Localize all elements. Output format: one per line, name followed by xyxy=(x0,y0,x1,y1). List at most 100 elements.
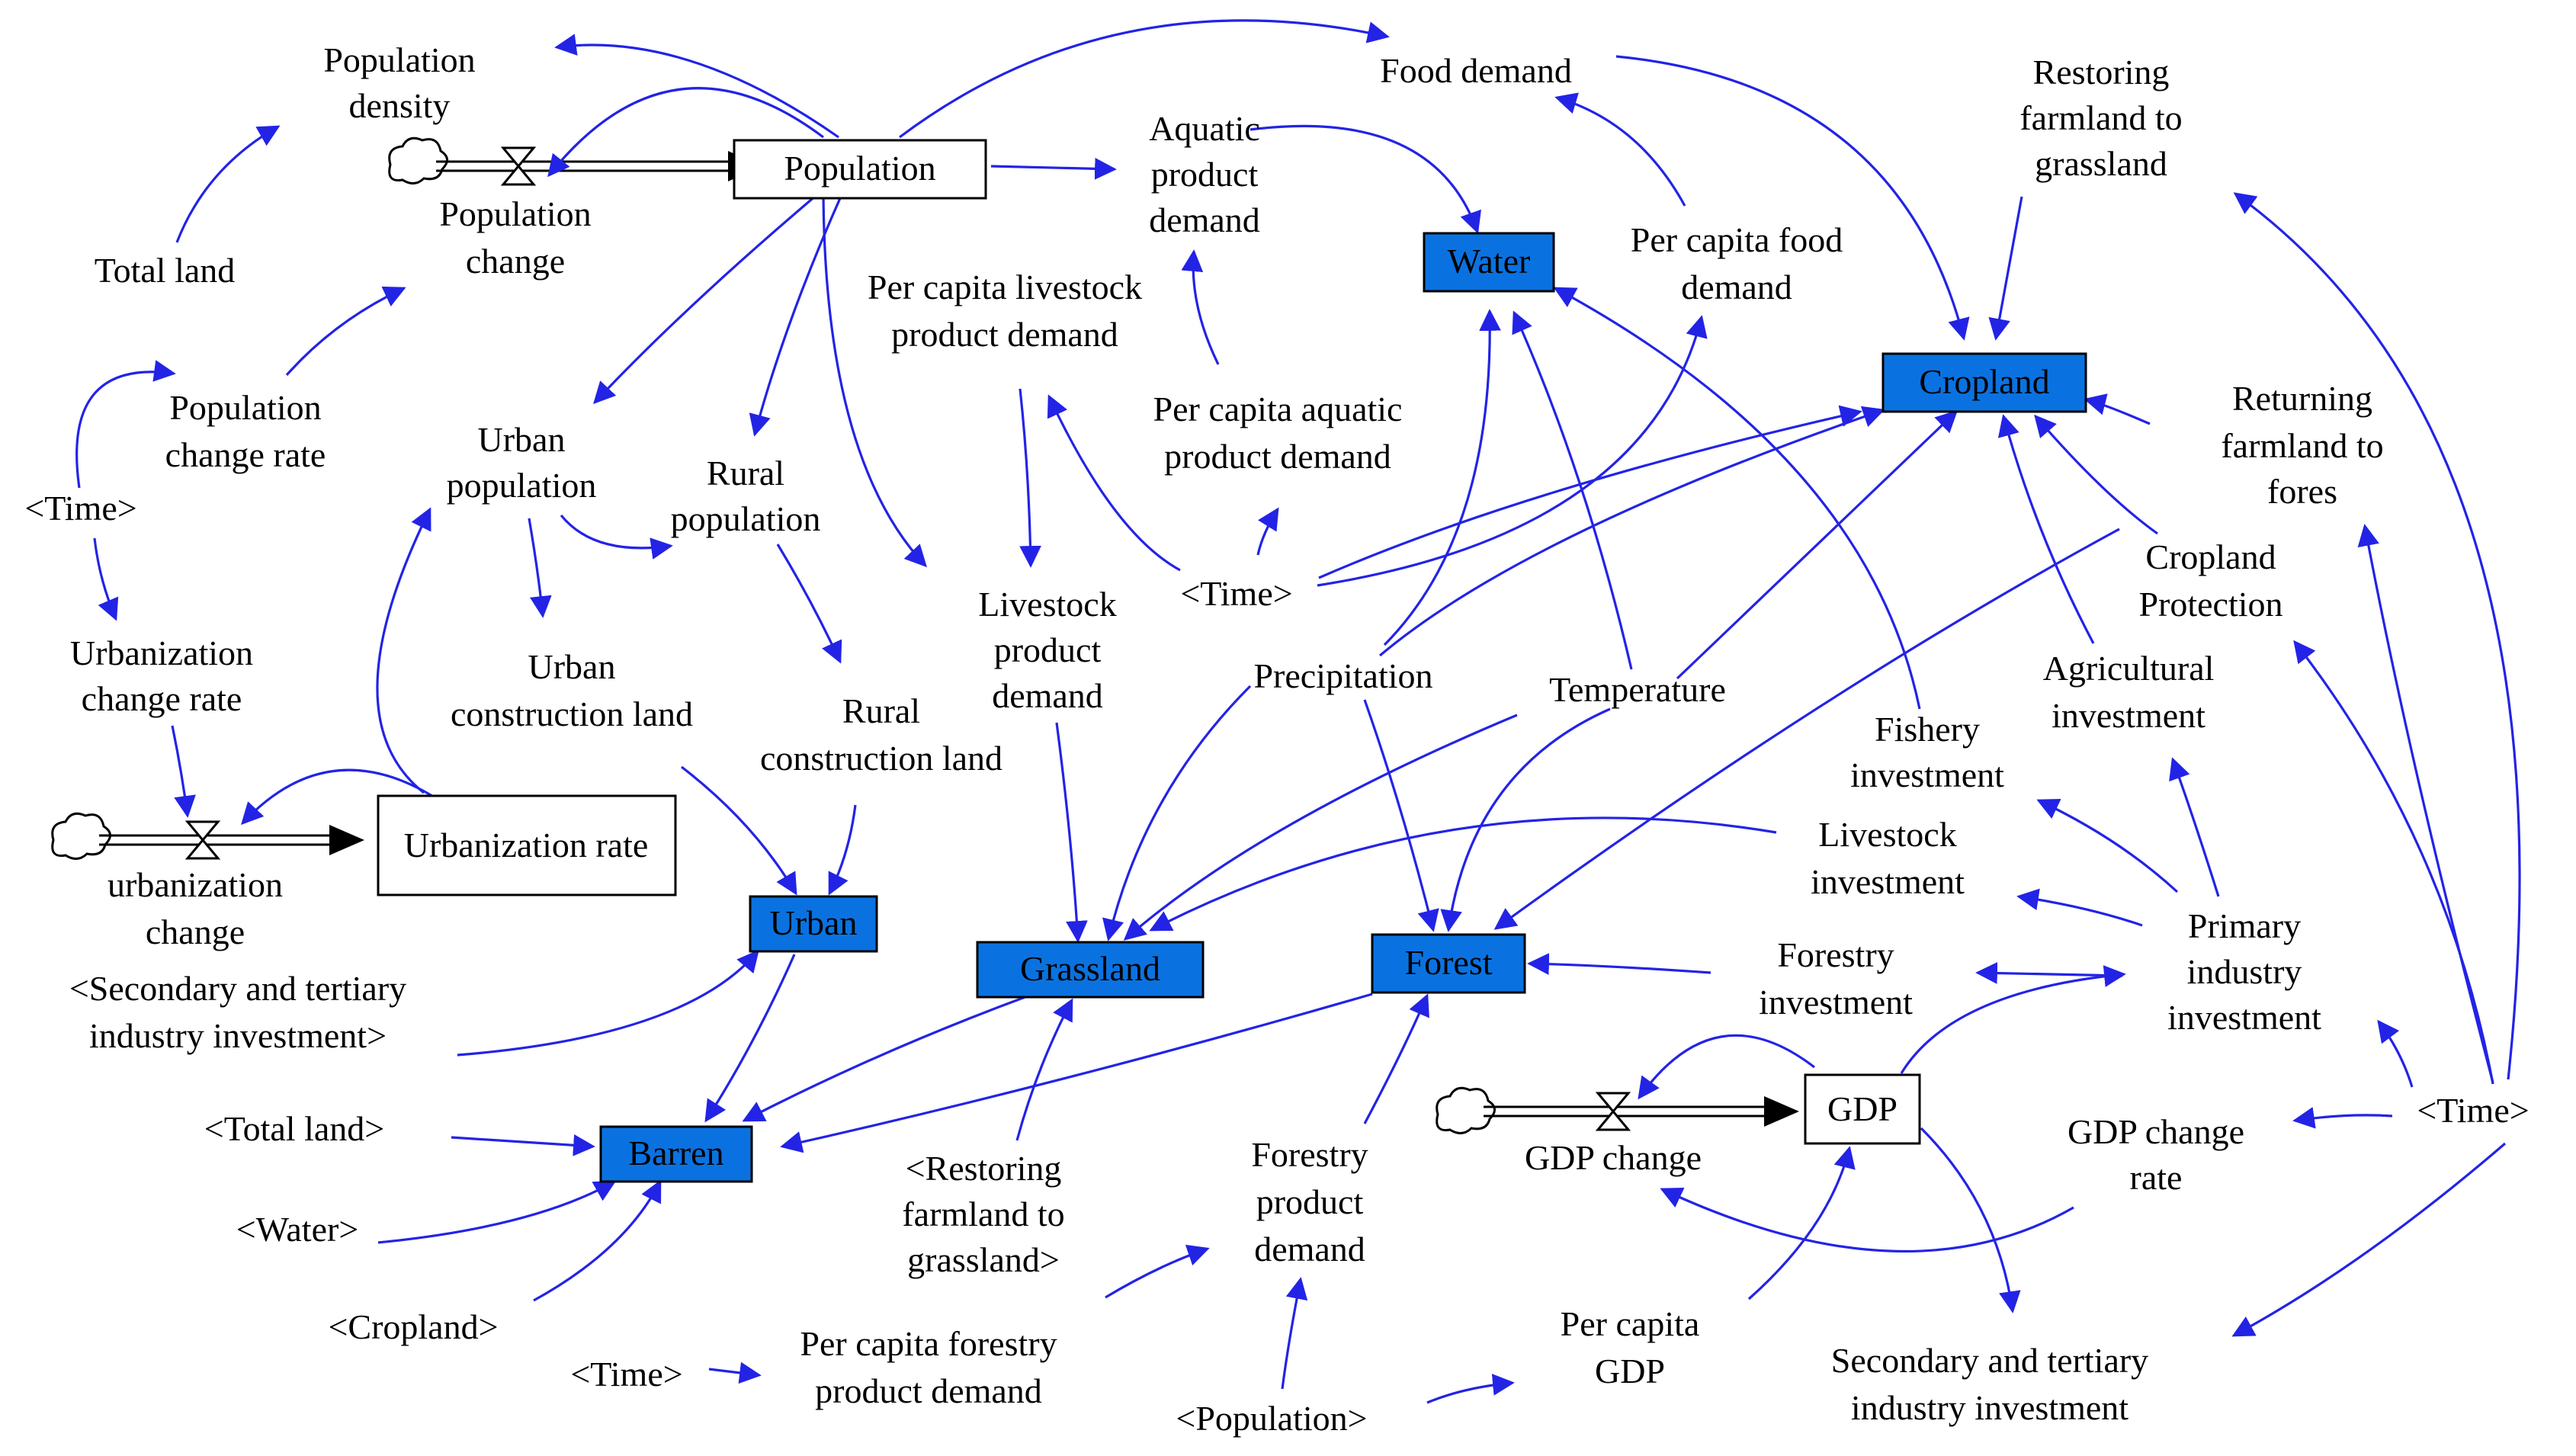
link-time-bottom-to-per-capita-forestry xyxy=(708,1361,762,1384)
urbanization-flow-arrowhead xyxy=(329,825,364,855)
population-source-cloud xyxy=(388,136,448,184)
link-aquatic-demand-to-water xyxy=(1250,124,1481,234)
label-time-mid: <Time> xyxy=(1180,574,1292,613)
link-primary-to-livestock xyxy=(2016,888,2143,927)
link-forest-to-barren xyxy=(780,993,1373,1153)
urban-label: Urban xyxy=(770,903,858,942)
link-population-to-urban-population xyxy=(593,181,832,405)
urbanization-flow xyxy=(51,812,364,860)
link-time-to-growth-rate xyxy=(75,360,176,489)
link-restoring-shadow-to-grassland xyxy=(1015,998,1073,1141)
causal-links xyxy=(75,19,2521,1404)
link-time-to-urbanization-change-rate xyxy=(93,537,119,621)
urbanization-change-valve xyxy=(184,820,221,860)
link-population-shadow-to-per-capita-gdp xyxy=(1426,1374,1515,1404)
gdp-flow xyxy=(1436,1086,1799,1134)
water-label: Water xyxy=(1448,242,1531,281)
link-urbanization-change-rate-to-change xyxy=(171,725,196,818)
link-forestry-investment-to-forest xyxy=(1527,953,1711,975)
label-time-left: <Time> xyxy=(24,489,136,528)
label-time-bottom: <Time> xyxy=(570,1355,682,1393)
population-label: Population xyxy=(784,149,935,188)
link-forestry-demand-to-forest xyxy=(1363,993,1429,1124)
link-population-shadow-to-forestry-demand xyxy=(1281,1277,1308,1390)
link-primary-to-fishery xyxy=(2036,799,2179,893)
cropland-label: Cropland xyxy=(1919,362,2049,401)
link-per-capita-livestock-to-demand xyxy=(1019,388,1041,568)
link-primary-to-forestry xyxy=(1975,962,2123,984)
link-secondary-shadow-to-urban xyxy=(457,949,759,1057)
link-returning-farmland-to-forest xyxy=(1493,528,2120,930)
urbanization-rate-label: Urbanization rate xyxy=(404,826,649,864)
link-time-right-to-returning xyxy=(2357,524,2494,1083)
link-rural-population-to-construction-land xyxy=(776,544,842,664)
link-temperature-to-water xyxy=(1512,310,1633,670)
link-urbanization-rate-to-change xyxy=(241,768,435,826)
stock-water: Water xyxy=(1423,232,1555,293)
link-growth-rate-to-change xyxy=(285,286,406,377)
link-grassland-to-barren xyxy=(742,994,1030,1122)
link-returning-farmland-to-cropland xyxy=(2084,393,2151,425)
link-precipitation-to-cropland xyxy=(1378,406,1885,657)
link-time-right-to-restoring xyxy=(2233,192,2521,1080)
link-temperature-to-forest xyxy=(1440,707,1611,932)
link-time-right-to-cropland-protection xyxy=(2293,640,2494,1085)
link-urban-construction-to-urban xyxy=(681,765,797,896)
population-change-valve xyxy=(500,146,537,186)
link-time-to-per-capita-livestock xyxy=(1047,394,1181,572)
link-temperature-to-cropland xyxy=(1676,410,1958,680)
link-agricultural-investment-to-cropland xyxy=(1997,414,2095,644)
link-precipitation-to-grassland xyxy=(1102,685,1252,941)
stock-gdp: GDP xyxy=(1804,1073,1921,1145)
link-urban-population-to-rural-population xyxy=(560,514,673,560)
stock-forest: Forest xyxy=(1371,933,1526,994)
link-time-right-to-secondary xyxy=(2231,1142,2507,1337)
gdp-flow-arrowhead xyxy=(1764,1096,1799,1127)
link-time-to-cropland xyxy=(1318,405,1862,579)
stock-barren: Barren xyxy=(599,1125,753,1183)
link-cropland-shadow-to-barren xyxy=(533,1179,662,1302)
link-per-capita-gdp-to-gdp xyxy=(1747,1146,1856,1300)
link-cropland-protection-to-cropland xyxy=(2034,414,2158,535)
stock-population: Population xyxy=(733,139,987,200)
label-water-shadow: <Water> xyxy=(236,1210,359,1249)
stock-grassland: Grassland xyxy=(976,941,1205,999)
gdp-source-cloud xyxy=(1436,1086,1496,1134)
link-population-to-rural-population xyxy=(749,184,848,437)
link-urban-population-to-construction-land xyxy=(528,518,552,618)
link-restoring-farmland-to-cropland xyxy=(1988,196,2023,341)
link-total-land-shadow-to-barren xyxy=(451,1134,595,1156)
link-population-to-change xyxy=(547,87,824,178)
barren-label: Barren xyxy=(628,1134,723,1172)
link-per-capita-forestry-to-forestry-demand xyxy=(1105,1244,1210,1299)
link-time-to-per-capita-aquatic xyxy=(1256,507,1279,556)
link-primary-to-agricultural xyxy=(2169,757,2220,897)
link-gdp-change-rate-to-change xyxy=(1660,1187,2074,1253)
link-gdp-to-change xyxy=(1638,1034,1815,1100)
link-food-demand-to-cropland xyxy=(1615,55,1970,341)
label-total-land: Total land xyxy=(95,251,236,290)
gdp-change-valve xyxy=(1595,1092,1631,1131)
